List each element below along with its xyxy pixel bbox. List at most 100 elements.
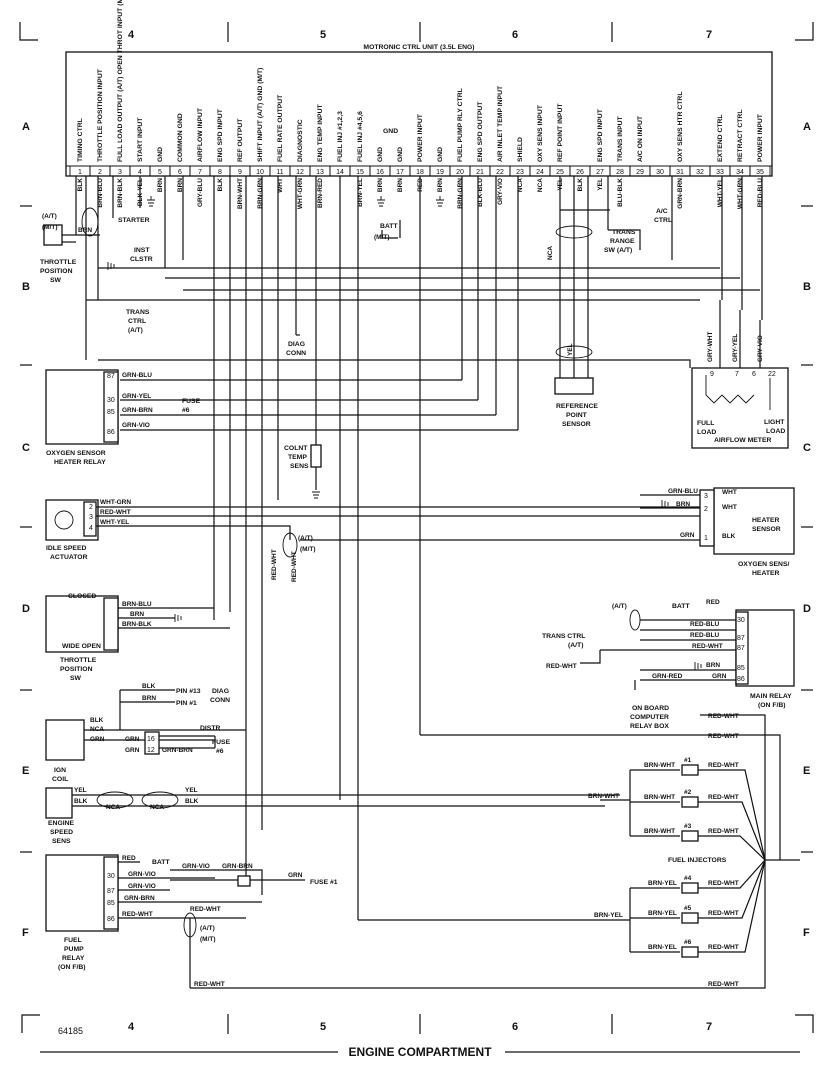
o2-relay-wire-2: GRN-YEL (122, 393, 151, 400)
tps2-name-2: POSITION (60, 666, 93, 673)
ecu-pin-label: TRANS INPUT (617, 115, 624, 162)
fpr-fuse: FUSE #1 (310, 879, 338, 886)
row-label-b-right: B (803, 281, 811, 293)
inj-num-4: #4 (684, 875, 692, 882)
ecu-pin-label: RETRACT CTRL (737, 110, 744, 162)
o2h-wire-r3: BLK (722, 533, 736, 540)
fpr-wire-grn-brn1: GRN-BRN (124, 895, 155, 902)
label-colnt-temp-2: TEMP (288, 454, 307, 461)
main-wire-red: RED (706, 599, 720, 606)
ecu-pin-label: SHIELD (517, 137, 524, 162)
ecu-pin-label: ENG SPD OUTPUT (477, 101, 484, 162)
label-inst-clstr-1: INST (134, 247, 150, 254)
fpr-batt: BATT (152, 859, 170, 866)
fpr-name-4: (ON F/B) (58, 964, 86, 971)
throttle-sw-name-2: POSITION (40, 268, 73, 275)
fpr-wire-grn-vio2: GRN-VIO (128, 883, 156, 890)
inj-lw-1: BRN-WHT (644, 762, 675, 769)
ecu-pin-wire-color: BRN-YEL (357, 178, 364, 207)
fpr-pin-30: 30 (107, 873, 115, 880)
column-label-5-bottom: 5 (320, 1021, 326, 1033)
ecu-pin-number: 20 (456, 169, 464, 176)
o2h-wire-r2: WHT (722, 504, 737, 511)
inj-rw-2: RED-WHT (708, 794, 739, 801)
label-mt-top-left: (M/T) (42, 224, 58, 231)
main-pin-85: 85 (737, 665, 745, 672)
main-pin-86: 86 (737, 676, 745, 683)
row-label-e-right: E (803, 765, 810, 777)
ecu-pin-label: ENG TEMP INPUT (317, 103, 324, 162)
ecu-pin-wire-color: BLK (577, 178, 584, 192)
label-red-wht-right2: RED-WHT (708, 733, 739, 740)
ecu-pin-label: OXY SENS HTR CTRL (677, 92, 684, 163)
ecu-pin-number: 9 (238, 169, 242, 176)
ecu-pin-wire-color: BLK-YEL (137, 178, 144, 206)
column-grid-top: 4 5 6 7 (128, 22, 712, 42)
obc-box-3: RELAY BOX (630, 723, 669, 730)
ecu-pin-label: FUEL PUMP RLY CTRL (457, 88, 464, 162)
o2-relay-pin-85: 85 (107, 409, 115, 416)
inj-rw-6: RED-WHT (708, 944, 739, 951)
label-red-wht-bottom-right: RED-WHT (708, 981, 739, 988)
label-mt-mid: (M/T) (300, 546, 316, 553)
tps2-name-3: SW (70, 675, 82, 682)
fpr-pin-87: 87 (107, 888, 115, 895)
ecu-pin-label: GND (397, 147, 404, 162)
ecu-pin-wire-color: BRN (157, 178, 164, 192)
ecu-pin-number: 35 (756, 169, 764, 176)
inj-feed-upper: BRN-WHT (588, 793, 619, 800)
ign-wire-grn1: GRN (90, 736, 105, 743)
o2h-pin-1: 1 (704, 535, 708, 542)
spd-name-1: ENGINE (48, 820, 75, 827)
label-starter: STARTER (118, 217, 150, 224)
ecu-pin-number: 7 (198, 169, 202, 176)
ecu-pin-wire-color: BRN-WHT (237, 178, 244, 209)
label-mt-fpr: (M/T) (200, 936, 216, 943)
column-label-6-top: 6 (512, 29, 518, 41)
afm-light-load-2: LOAD (766, 428, 785, 435)
label-trans-ctrl-3: (A/T) (128, 327, 143, 334)
row-label-e-left: E (22, 765, 29, 777)
afm-full-load-1: FULL (697, 420, 714, 427)
inj-lw-4: BRN-YEL (648, 880, 677, 887)
inj-num-2: #2 (684, 789, 692, 796)
ecu-pin-number: 23 (516, 169, 524, 176)
diag2-wire-brn: BRN (142, 695, 156, 702)
main-wire-red-wht: RED-WHT (692, 643, 723, 650)
afm-wire-2: GRY-YEL (732, 334, 739, 362)
ecu-pin-number: 32 (696, 169, 704, 176)
ref-sensor-name-1: REFERENCE (556, 403, 598, 410)
afm-full-load-2: LOAD (697, 429, 716, 436)
o2h-sensor-2: SENSOR (752, 526, 781, 533)
ecu-pin-label: POWER INPUT (417, 113, 424, 162)
ecu-pin-wire-color: BLK (217, 178, 224, 192)
ign-fuse-1: FUSE (212, 739, 231, 746)
inj-lw-3: BRN-WHT (644, 828, 675, 835)
tps2-wire-3: BRN-BLK (122, 621, 152, 628)
inj-feed-lower: BRN-YEL (594, 912, 623, 919)
diag2-name-2: CONN (210, 697, 230, 704)
label-red-wht-main: RED-WHT (546, 663, 577, 670)
label-brn-throttle: BRN (78, 227, 92, 234)
idle-pin-3: 3 (89, 514, 93, 521)
ecu-pin-number: 25 (556, 169, 564, 176)
ecu-pin-number: 21 (476, 169, 484, 176)
ecu-title: MOTRONIC CTRL UNIT (3.5L ENG) (363, 44, 474, 51)
ecu-pin-wire-color: BRN-GRN (257, 178, 264, 209)
afm-wire-3: GRY-VIO (757, 335, 764, 362)
ecu-pin-number: 24 (536, 169, 544, 176)
fpr-name-1: FUEL (64, 937, 82, 944)
label-trans-range-3: SW (A/T) (604, 247, 632, 254)
ign-wire-blk: BLK (90, 717, 104, 724)
row-label-a-left: A (22, 121, 30, 133)
ecu-pin-wire-color: YEL (557, 178, 564, 191)
figure-number: 64185 (58, 1026, 83, 1036)
fpr-grn: GRN (288, 872, 303, 879)
ecu-pin-wire-color: GRY-VIO (497, 178, 504, 205)
label-red-wht-bottom-left: RED-WHT (194, 981, 225, 988)
row-label-d-left: D (22, 603, 30, 615)
trans-ctrl-at-2: (A/T) (568, 642, 583, 649)
ecu-pin-label: SHIFT INPUT (A/T) GND (M/T) (257, 68, 264, 162)
ign-fuse-2: #6 (216, 748, 224, 755)
